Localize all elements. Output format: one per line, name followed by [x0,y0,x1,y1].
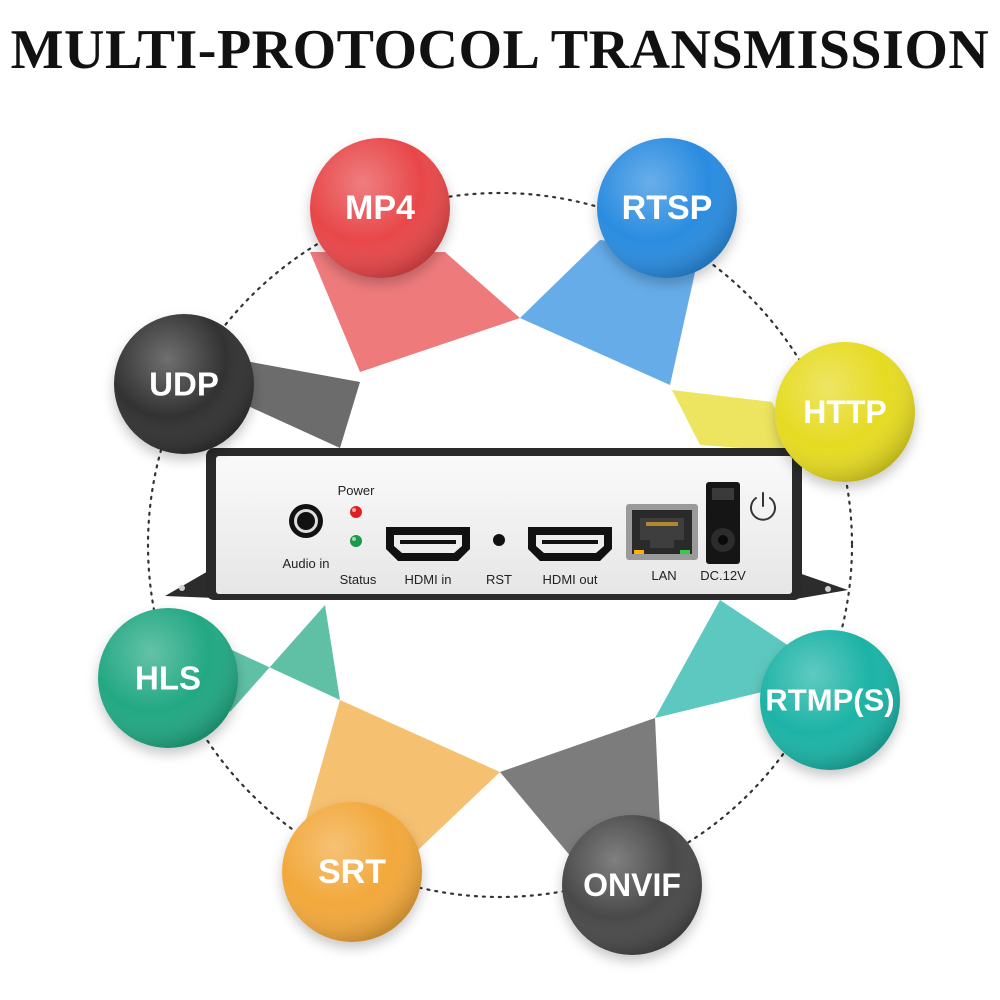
status-label: Status [340,572,377,587]
protocol-label-hls: HLS [135,660,201,697]
bubble-shade-udp [114,314,254,454]
mount-ear-left [165,570,215,598]
wedge-mp4 [310,252,520,372]
wedge-udp [240,360,360,448]
protocol-label-http: HTTP [803,394,887,430]
audio-jack [289,504,323,538]
protocol-bubble-rtsp: RTSP [597,138,737,278]
bubble-shade-rtmps [760,630,900,770]
dotted-ring [146,191,854,899]
dc-label: DC.12V [700,568,746,583]
protocol-wedges [230,240,795,858]
protocol-label-onvif: ONVIF [583,867,681,903]
hdmi-out-port [528,527,612,561]
status-led [350,535,362,547]
wedge-rtmps [655,600,792,718]
bubble-shade-onvif [562,815,702,955]
dc-power-jack [706,482,740,564]
rst-label: RST [486,572,512,587]
audio-in-label: Audio in [283,556,330,571]
hdmi-in-label: HDMI in [405,572,452,587]
bubble-shade-srt [282,802,422,942]
protocol-label-rtsp: RTSP [622,189,713,227]
bubble-shade-http [775,342,915,482]
protocol-label-srt: SRT [318,853,386,891]
bubble-shade-rtsp [597,138,737,278]
protocol-bubble-udp: UDP [114,314,254,454]
protocol-bubble-rtmps: RTMP(S) [760,630,900,770]
protocol-bubbles: MP4 RTSP HTTP RTMP(S) ONVIF SRT HLS UDP [98,138,915,955]
protocol-bubble-srt: SRT [282,802,422,942]
protocol-label-udp: UDP [149,366,219,403]
protocol-label-rtmps: RTMP(S) [765,683,894,718]
wedge-http [672,390,795,452]
protocol-bubble-mp4: MP4 [310,138,450,278]
page-title: MULTI-PROTOCOL TRANSMISSION [10,19,990,81]
device-panel: Audio in Power Status HDMI in RST HDMI o… [165,448,848,600]
protocol-bubble-onvif: ONVIF [562,815,702,955]
power-led [350,506,362,518]
lan-port [626,504,698,560]
bubble-shade-mp4 [310,138,450,278]
protocol-bubble-http: HTTP [775,342,915,482]
lan-label: LAN [651,568,676,583]
wedge-hls [230,605,340,712]
rst-button [493,534,505,546]
mount-ear-right [790,570,848,600]
bubble-shade-hls [98,608,238,748]
power-label: Power [338,483,376,498]
protocol-label-mp4: MP4 [345,189,415,227]
hdmi-out-label: HDMI out [543,572,598,587]
hdmi-in-port [386,527,470,561]
protocol-bubble-hls: HLS [98,608,238,748]
power-symbol-icon [750,492,776,521]
